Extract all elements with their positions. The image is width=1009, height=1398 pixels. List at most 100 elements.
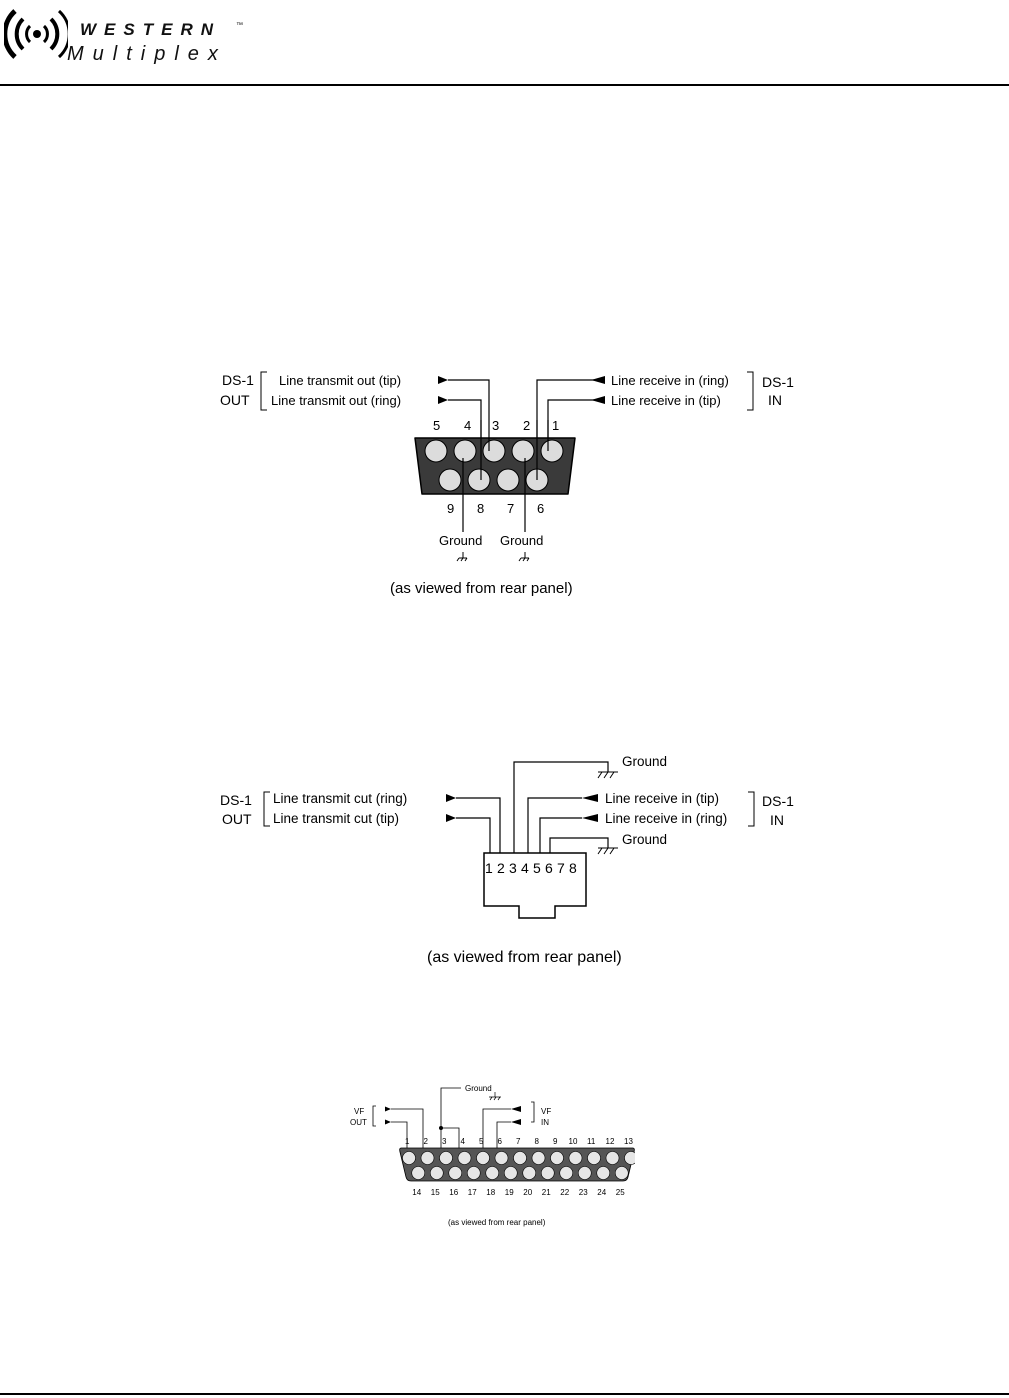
rj48-pin-label-4: 4 [521,860,529,876]
db25-wire-pin1 [385,1119,408,1158]
trademark-symbol: ™ [236,22,243,29]
rj48-out-group-label-2: OUT [222,811,252,827]
db25-pin-label: 1 [405,1137,410,1146]
db25-pin-label: 2 [424,1137,429,1146]
db25-pin-label: 12 [606,1137,615,1146]
rj48-ground-wire-pin3 [513,761,609,853]
ground-symbol-icon [597,771,618,855]
db25-pin-label: 8 [535,1137,540,1146]
db25-pin-label: 24 [597,1188,606,1197]
db25-socket [466,1166,481,1180]
db9-ground-label-right: Ground [500,533,543,548]
db25-socket [577,1166,592,1180]
rj48-wire-pin2 [446,814,491,853]
db25-socket [596,1166,611,1180]
db9-out-signal-tip: Line transmit out (tip) [279,373,401,388]
db9-in-group-label-2: IN [768,392,782,408]
db25-pin-label: 7 [516,1137,521,1146]
rj48-pin-labels: 1 2 3 4 5 6 7 8 [485,860,577,876]
rj48-wire-pin5 [539,817,582,853]
db9-pin-label-9: 9 [447,501,454,516]
rj48-wire-pin1 [446,794,501,853]
rj48-arrow-pin4 [582,794,598,802]
db25-pin-label: 22 [560,1188,569,1197]
db25-socket [494,1151,509,1165]
rj48-in-signal-tip: Line receive in (tip) [605,791,719,806]
db25-pin-label: 16 [449,1188,458,1197]
rj48-pin-label-6: 6 [545,860,553,876]
db25-arrow-pin5 [511,1106,521,1112]
rj48-pin-label-1: 1 [485,860,493,876]
db25-ground-wire [440,1087,461,1158]
rj48-in-bracket [748,791,755,827]
rj48-out-signal-ring: Line transmit cut (ring) [273,791,407,806]
db9-out-signal-ring: Line transmit out (ring) [271,393,401,408]
db9-pin-label-7: 7 [507,501,514,516]
db25-socket [531,1151,546,1165]
rj48-jack-body [483,852,587,919]
db9-in-group-label-1: DS-1 [762,374,794,390]
db9-out-group-label-1: DS-1 [222,372,254,388]
rj48-pin-label-7: 7 [557,860,565,876]
brand-name-multiplex: Multiplex [67,43,227,65]
db25-pin-label: 21 [542,1188,551,1197]
db25-socket [550,1151,564,1165]
rj48-ground-wire-pin6 [549,837,609,853]
db25-in-group-label-1: VF [541,1107,551,1116]
db25-socket [429,1166,444,1180]
db9-pin-label-1: 1 [552,418,559,433]
db25-socket [485,1166,500,1180]
db25-pin-label: 14 [412,1188,421,1197]
rj48-wire-pin4 [527,797,582,853]
rj48-out-group-label-1: DS-1 [220,792,252,808]
db9-socket [424,439,448,463]
db25-wire-pin6 [496,1121,511,1158]
db9-in-signal-ring: Line receive in (ring) [611,373,729,388]
db25-wire-pin5 [482,1108,511,1158]
rj48-ground-label-bottom: Ground [622,832,667,847]
brand-name-western: WESTERN [80,20,221,39]
db9-out-group-label-2: OUT [220,392,250,408]
rj48-arrow-pin5 [582,814,598,822]
db25-out-bracket [372,1105,376,1127]
db25-socket [559,1166,574,1180]
db25-pin-label: 23 [579,1188,588,1197]
db25-in-group-label-2: IN [541,1118,549,1127]
db9-out-bracket [260,371,267,411]
db25-ground-label: Ground [465,1084,492,1093]
db9-socket [482,439,506,463]
db25-pin-label: 5 [479,1137,484,1146]
db25-socket [448,1166,463,1180]
db9-pin-label-4: 4 [464,418,471,433]
db9-ds1-connector-diagram: DS-1 OUT Line transmit out (tip) Line tr… [220,371,794,597]
db25-pin-label: 11 [587,1137,596,1146]
db25-socket [540,1166,555,1180]
db9-socket [496,468,520,492]
ground-symbol-icon [489,1092,501,1101]
db25-socket [457,1151,472,1165]
db25-arrow-pin6 [511,1119,521,1125]
db25-socket [439,1151,453,1165]
db9-pin-label-2: 2 [523,418,530,433]
db25-pin-label: 9 [553,1137,558,1146]
db25-socket [522,1166,537,1180]
db25-socket [587,1151,601,1165]
db9-pin-sockets-bottom [438,468,549,492]
db9-socket [453,439,477,463]
db25-socket [476,1151,490,1165]
db25-socket [503,1166,518,1180]
db25-pin-sockets [402,1151,635,1180]
rj48-out-signal-tip: Line transmit cut (tip) [273,811,399,826]
db9-arrow-pin2 [591,376,605,384]
db9-socket [467,468,491,492]
db9-arrow-pin1 [591,396,605,404]
rj48-in-group-label-2: IN [770,812,784,828]
db25-pin-label: 13 [624,1137,633,1146]
db9-in-signal-tip: Line receive in (tip) [611,393,721,408]
db9-pin-label-8: 8 [477,501,484,516]
db25-pin-label: 18 [486,1188,495,1197]
rj48-pin-label-8: 8 [569,860,577,876]
